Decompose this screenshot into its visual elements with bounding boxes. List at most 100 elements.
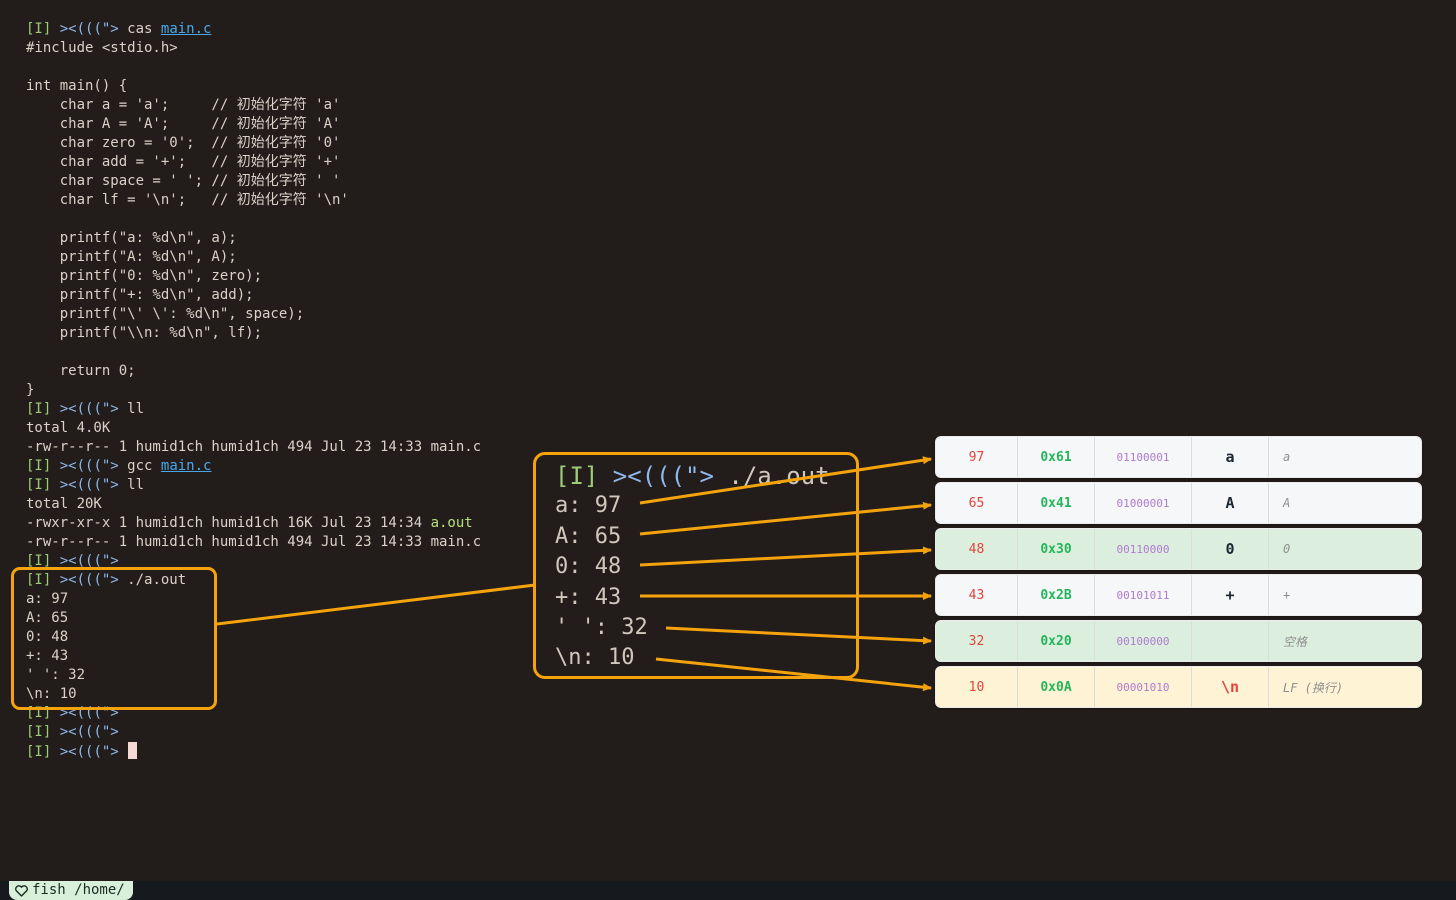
binary-cell: 00001010 xyxy=(1095,667,1192,707)
terminal-line: -rw-r--r-- 1 humid1ch humid1ch 494 Jul 2… xyxy=(26,533,546,552)
hex-cell: 0x61 xyxy=(1018,437,1095,477)
description-cell: LF (换行) xyxy=(1283,680,1344,695)
binary-cell: 00100000 xyxy=(1095,621,1192,661)
binary-cell: 01000001 xyxy=(1095,483,1192,523)
terminal-line: total 20K xyxy=(26,495,546,514)
terminal-line: total 4.0K xyxy=(26,419,546,438)
command-text: gcc xyxy=(118,458,161,474)
line-text: char a = 'a'; // 初始化字符 'a' xyxy=(26,97,341,113)
char-cell: a xyxy=(1192,437,1269,477)
executable-name: a.out xyxy=(430,515,473,531)
file-link[interactable]: main.c xyxy=(160,458,212,474)
prompt-indicator: [I] xyxy=(26,21,52,37)
status-badge[interactable]: fish /home/ xyxy=(9,881,133,900)
terminal-line: A: 65 xyxy=(26,609,546,628)
binary-cell: 01100001 xyxy=(1095,437,1192,477)
decimal-cell: 10 xyxy=(936,667,1018,707)
command-text: ./a.out xyxy=(118,572,187,588)
command-text: ll xyxy=(118,401,145,417)
terminal-line: ' ': 32 xyxy=(26,666,546,685)
arrow-line xyxy=(639,501,932,536)
hex-cell: 0x20 xyxy=(1018,621,1095,661)
terminal-line: char space = ' '; // 初始化字符 ' ' xyxy=(26,172,546,191)
line-text: } xyxy=(26,382,35,398)
line-text: char add = '+'; // 初始化字符 '+' xyxy=(26,154,341,170)
zoom-output-line: +: 43 xyxy=(555,584,622,610)
line-text: int main() { xyxy=(26,78,128,94)
line-text: printf("\' \': %d\n", space); xyxy=(26,306,305,322)
decimal-cell: 65 xyxy=(936,483,1018,523)
command-text: cas xyxy=(118,21,161,37)
terminal-line: printf("\' \': %d\n", space); xyxy=(26,305,546,324)
prompt-line: [I] ><((("> gcc main.c xyxy=(26,457,546,476)
decimal-cell: 97 xyxy=(936,437,1018,477)
zoom-output-line: ' ': 32 xyxy=(555,614,648,640)
zoom-prompt-indicator: [I] xyxy=(555,462,599,490)
description-cell: a xyxy=(1283,450,1291,464)
command-text: ll xyxy=(118,477,145,493)
line-text: printf("A: %d\n", A); xyxy=(26,249,237,265)
binary-cell: 00110000 xyxy=(1095,529,1192,569)
text-cursor xyxy=(128,742,138,759)
line-text: ' ': 32 xyxy=(26,667,86,683)
terminal-line: int main() { xyxy=(26,77,546,96)
terminal-line: printf("a: %d\n", a); xyxy=(26,229,546,248)
prompt-symbol: ><((("> xyxy=(51,744,119,760)
terminal-line: -rwxr-xr-x 1 humid1ch humid1ch 16K Jul 2… xyxy=(26,514,546,533)
prompt-line: [I] ><((("> xyxy=(26,723,546,742)
char-cell: A xyxy=(1192,483,1269,523)
terminal-line: char add = '+'; // 初始化字符 '+' xyxy=(26,153,546,172)
description-cell: + xyxy=(1283,588,1291,602)
status-label: fish /home/ xyxy=(32,882,125,898)
line-text: #include <stdio.h> xyxy=(26,40,178,56)
line-text: printf("a: %d\n", a); xyxy=(26,230,237,246)
line-text: char A = 'A'; // 初始化字符 'A' xyxy=(26,116,341,132)
line-text: printf("0: %d\n", zero); xyxy=(26,268,263,284)
zoom-output-line: A: 65 xyxy=(555,523,622,549)
prompt-indicator: [I] xyxy=(26,401,52,417)
terminal-line: printf("\\n: %d\n", lf); xyxy=(26,324,546,343)
terminal-line: printf("A: %d\n", A); xyxy=(26,248,546,267)
status-bar: fish /home/ xyxy=(0,881,1456,900)
prompt-indicator: [I] xyxy=(26,724,52,740)
file-link[interactable]: main.c xyxy=(160,21,212,37)
line-text: return 0; xyxy=(26,363,136,379)
terminal-line: return 0; xyxy=(26,362,546,381)
line-text: char lf = '\n'; // 初始化字符 '\n' xyxy=(26,192,349,208)
prompt-symbol: ><((("> xyxy=(51,21,119,37)
line-text: total 20K xyxy=(26,496,102,512)
line-text: char space = ' '; // 初始化字符 ' ' xyxy=(26,173,341,189)
prompt-line: [I] ><((("> xyxy=(26,742,546,761)
arrow-line xyxy=(639,546,932,567)
terminal-line: +: 43 xyxy=(26,647,546,666)
zoom-prompt-line: [I] ><((("> ./a.out xyxy=(555,461,856,491)
prompt-line: [I] ><((("> ll xyxy=(26,400,546,419)
output-highlight-box xyxy=(11,567,217,710)
prompt-line: [I] ><((("> ./a.out xyxy=(26,571,546,590)
prompt-indicator: [I] xyxy=(26,553,52,569)
decimal-cell: 48 xyxy=(936,529,1018,569)
prompt-indicator: [I] xyxy=(26,744,52,760)
prompt-line: [I] ><((("> cas main.c xyxy=(26,20,546,39)
prompt-symbol: ><((("> xyxy=(51,572,119,588)
terminal-line: printf("0: %d\n", zero); xyxy=(26,267,546,286)
line-text: printf("+: %d\n", add); xyxy=(26,287,254,303)
line-text: -rw-r--r-- 1 humid1ch humid1ch 494 Jul 2… xyxy=(26,439,482,455)
prompt-symbol: ><((("> xyxy=(51,401,119,417)
zoom-output-line: a: 97 xyxy=(555,493,622,519)
prompt-symbol: ><((("> xyxy=(51,553,119,569)
description-cell: 空格 xyxy=(1283,634,1308,649)
terminal-output[interactable]: [I] ><((("> cas main.c#include <stdio.h>… xyxy=(26,20,546,761)
prompt-indicator: [I] xyxy=(26,477,52,493)
hex-cell: 0x41 xyxy=(1018,483,1095,523)
hex-cell: 0x30 xyxy=(1018,529,1095,569)
zoom-prompt-fish: ><((("> xyxy=(598,462,714,490)
arrow-line xyxy=(665,626,932,645)
decimal-cell: 43 xyxy=(936,575,1018,615)
prompt-indicator: [I] xyxy=(26,572,52,588)
